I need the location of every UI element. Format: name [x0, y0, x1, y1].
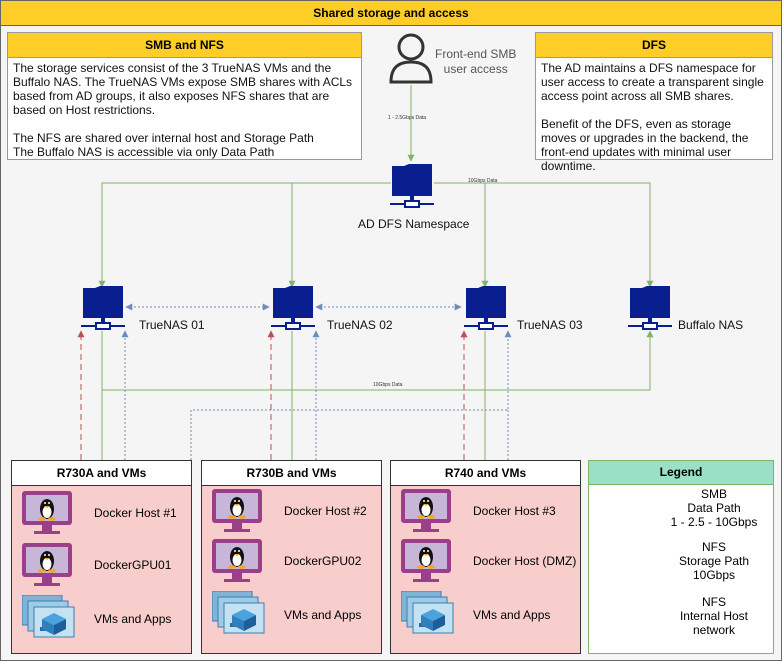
dfs-note: DFS The AD maintains a DFS namespace for… [535, 32, 773, 173]
truenas02-label: TrueNAS 02 [327, 318, 393, 332]
vm-stack-icon [22, 595, 75, 638]
truenas03-label: TrueNAS 03 [517, 318, 583, 332]
smb-nfs-note-text-2: The NFS are shared over internal host an… [13, 131, 314, 145]
legend-nfs-storage-text: NFS Storage Path 10Gbps [659, 540, 769, 582]
dfs-note-title: DFS [536, 33, 772, 58]
buffalo-nas-label: Buffalo NAS [678, 318, 744, 332]
legend-nfs-storage-l2: Storage Path [678, 554, 750, 568]
dfs-to-buffalo-link [434, 182, 654, 288]
data-bus-label: 10Gbps Data [373, 382, 403, 388]
smb-nfs-note-text-3: The Buffalo NAS is accessible via only D… [13, 145, 275, 159]
server-r740-item: VMs and Apps [391, 591, 580, 641]
server-r730b-item: DockerGPU02 [202, 537, 381, 587]
server-r730b-item: Docker Host #2 [202, 487, 381, 537]
server-r730a: R730A and VMs Docker Host #1 DockerGPU01… [11, 460, 192, 654]
server-r730b-item-3: VMs and Apps [284, 608, 362, 622]
truenas01-label: TrueNAS 01 [139, 318, 205, 332]
smb-nfs-note-text-1: The storage services consist of the 3 Tr… [13, 61, 353, 117]
legend-smb-l2: Data Path [687, 501, 741, 515]
dfs-to-truenas01-link [98, 182, 391, 288]
server-r740-item: Docker Host #3 [391, 487, 580, 537]
dfs-link-label: 10Gbps Data [468, 178, 498, 184]
vm-stack-icon [401, 591, 454, 634]
vm-stack-icon [212, 591, 265, 634]
server-r730a-item-3: VMs and Apps [94, 612, 172, 626]
server-r730b: R730B and VMs Docker Host #2 DockerGPU02… [201, 460, 382, 654]
server-r730a-item: DockerGPU01 [12, 541, 191, 591]
linux-monitor-icon [212, 539, 262, 582]
frontend-link-label: 1 - 2.5Gbps Data [388, 115, 427, 121]
truenas01-icon [80, 285, 126, 330]
legend-smb-l3: 1 - 2.5 - 10Gbps [670, 515, 758, 529]
linux-monitor-icon [401, 489, 451, 532]
legend-nfs-internal-text: NFS Internal Host network [659, 595, 769, 637]
server-r730b-item-2: DockerGPU02 [284, 554, 362, 568]
truenas02-icon [270, 285, 316, 330]
user-icon [389, 33, 433, 84]
legend-nfs-internal-l1: NFS [702, 595, 726, 609]
frontend-label-line1: Front-end SMB [435, 47, 517, 61]
buffalo-nas-icon [627, 285, 673, 330]
smb-nfs-note: SMB and NFS The storage services consist… [7, 32, 362, 160]
linux-monitor-icon [22, 491, 72, 534]
server-r740-item-1: Docker Host #3 [473, 504, 556, 518]
linux-monitor-icon [401, 539, 451, 582]
dfs-note-text-2: Benefit of the DFS, even as storage move… [541, 117, 749, 173]
server-r730a-item-2: DockerGPU01 [94, 558, 172, 572]
legend-smb-l1: SMB [700, 487, 727, 501]
dfs-namespace-icon [389, 163, 435, 208]
legend-nfs-storage-l3: 10Gbps [692, 568, 736, 582]
dfs-note-text-1: The AD maintains a DFS namespace for use… [541, 61, 764, 103]
server-r730a-item: VMs and Apps [12, 595, 191, 645]
legend-smb-text: SMB Data Path 1 - 2.5 - 10Gbps [659, 487, 769, 529]
server-r740-title: R740 and VMs [391, 461, 580, 486]
frontend-label-line2: user access [443, 62, 508, 76]
server-r730a-item: Docker Host #1 [12, 489, 191, 539]
legend-title: Legend [589, 461, 773, 485]
diagram-title: Shared storage and access [1, 1, 781, 26]
server-r730b-item: VMs and Apps [202, 591, 381, 641]
server-r730a-title: R730A and VMs [12, 461, 191, 486]
legend-nfs-storage-l1: NFS [702, 540, 726, 554]
server-r730a-item-1: Docker Host #1 [94, 506, 177, 520]
server-r740-item-3: VMs and Apps [473, 608, 551, 622]
legend-nfs-internal-l3: network [692, 623, 736, 637]
server-r740-item: Docker Host (DMZ) [391, 537, 580, 587]
server-r740: R740 and VMs Docker Host #3 Docker Host … [390, 460, 581, 654]
legend-nfs-internal-l2: Internal Host [679, 609, 749, 623]
server-r730b-item-1: Docker Host #2 [284, 504, 367, 518]
linux-monitor-icon [22, 543, 72, 586]
data-bus-buffalo-link [101, 330, 654, 391]
storage-path-r740-link [190, 330, 512, 460]
linux-monitor-icon [212, 489, 262, 532]
legend-box: Legend [588, 460, 774, 654]
dfs-namespace-label: AD DFS Namespace [358, 217, 470, 231]
server-r730b-title: R730B and VMs [202, 461, 381, 486]
server-r740-item-2: Docker Host (DMZ) [473, 554, 577, 568]
smb-nfs-note-title: SMB and NFS [8, 33, 361, 58]
truenas03-icon [463, 285, 509, 330]
